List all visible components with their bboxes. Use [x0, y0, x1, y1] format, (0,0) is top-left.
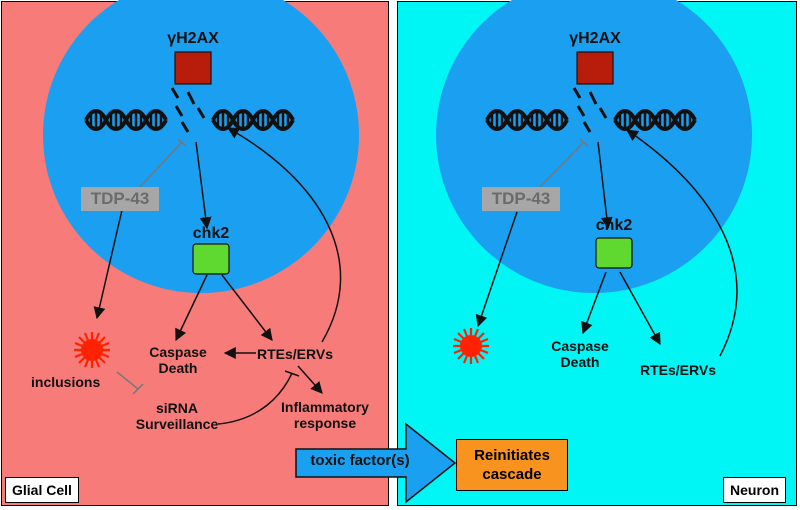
- glial-h2ax-box: [174, 51, 212, 85]
- glial-gamma-h2ax-label: γH2AX: [167, 30, 219, 47]
- glial-tdp43-label: TDP-43: [81, 187, 159, 211]
- neuron-gamma-h2ax-label: γH2AX: [569, 30, 621, 47]
- glial-chk2-label: chk2: [192, 225, 230, 242]
- neuron-chk2-label: chk2: [595, 217, 633, 234]
- neuron-tdp43-label: TDP-43: [482, 187, 560, 211]
- toxic-factor-label: toxic factor(s): [310, 452, 410, 469]
- glial-chk2-box: [192, 243, 230, 275]
- glial-dna-break: [170, 87, 206, 133]
- neuron-dna-break: [572, 87, 608, 133]
- neuron-rtes-ervs-label: RTEs/ERVs: [640, 362, 716, 378]
- neuron-caspase-death-label: Caspase Death: [551, 338, 609, 370]
- neuron-inclusion-icon: [451, 326, 491, 366]
- toxic-factor-arrow: [295, 422, 457, 504]
- neuron-h2ax-box: [576, 51, 614, 85]
- glial-cell-title: Glial Cell: [5, 477, 79, 503]
- reinitiates-cascade-label: Reinitiates cascade: [474, 447, 550, 483]
- glial-nucleus: [43, 0, 359, 293]
- glial-sirna-surveillance-label: siRNA Surveillance: [135, 400, 219, 432]
- reinitiates-cascade-box: Reinitiates cascade: [456, 439, 568, 491]
- glial-inclusions-label: inclusions: [31, 374, 101, 390]
- neuron-title: Neuron: [723, 477, 786, 503]
- glial-inclusion-icon: [72, 330, 112, 370]
- neuron-chk2-box: [595, 237, 633, 269]
- glial-inflammatory-response-label: Inflammatory response: [281, 399, 369, 431]
- glial-rtes-ervs-label: RTEs/ERVs: [257, 346, 333, 362]
- glial-caspase-death-label: Caspase Death: [149, 344, 207, 376]
